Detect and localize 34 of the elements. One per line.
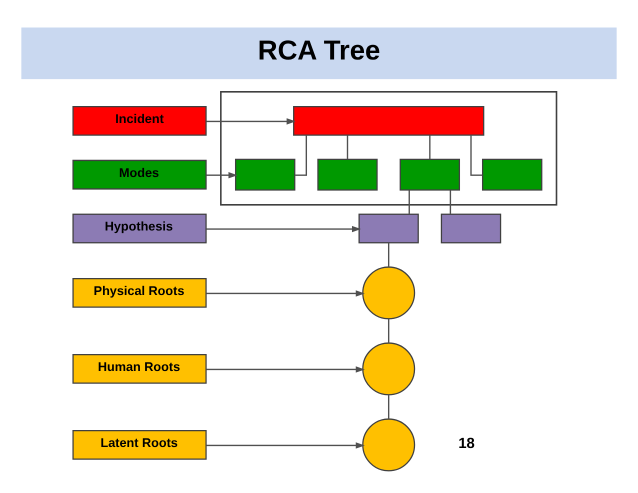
label: 18 [458, 435, 475, 452]
node-circle [362, 418, 416, 471]
node-box: Modes [72, 159, 207, 190]
node-box: Physical Roots [72, 278, 207, 308]
connector [450, 190, 452, 214]
node-box [293, 105, 484, 136]
node-box: Latent Roots [72, 430, 207, 460]
connector [408, 190, 410, 214]
node-box: Human Roots [72, 354, 207, 384]
connector [429, 134, 431, 159]
node-box [482, 158, 542, 190]
node-box: Hypothesis [72, 213, 207, 243]
connector [470, 134, 482, 176]
node-box: Incident [72, 105, 207, 136]
diagram-title: RCA Tree [258, 34, 380, 65]
arrow [206, 290, 365, 296]
node-box [234, 158, 296, 190]
node-circle [362, 342, 416, 395]
node-circle [362, 266, 416, 319]
connector [388, 242, 390, 266]
arrow [206, 225, 362, 232]
arrow [206, 172, 238, 178]
connector [295, 134, 308, 176]
node-box [400, 158, 460, 190]
connector [388, 394, 390, 418]
arrow [206, 366, 365, 372]
cluster [220, 90, 558, 206]
node-box [317, 158, 378, 190]
node-box [358, 213, 419, 243]
connector [388, 318, 390, 342]
arrow [206, 118, 296, 124]
arrow [206, 442, 365, 448]
node-box [440, 213, 502, 243]
connector [346, 134, 348, 159]
